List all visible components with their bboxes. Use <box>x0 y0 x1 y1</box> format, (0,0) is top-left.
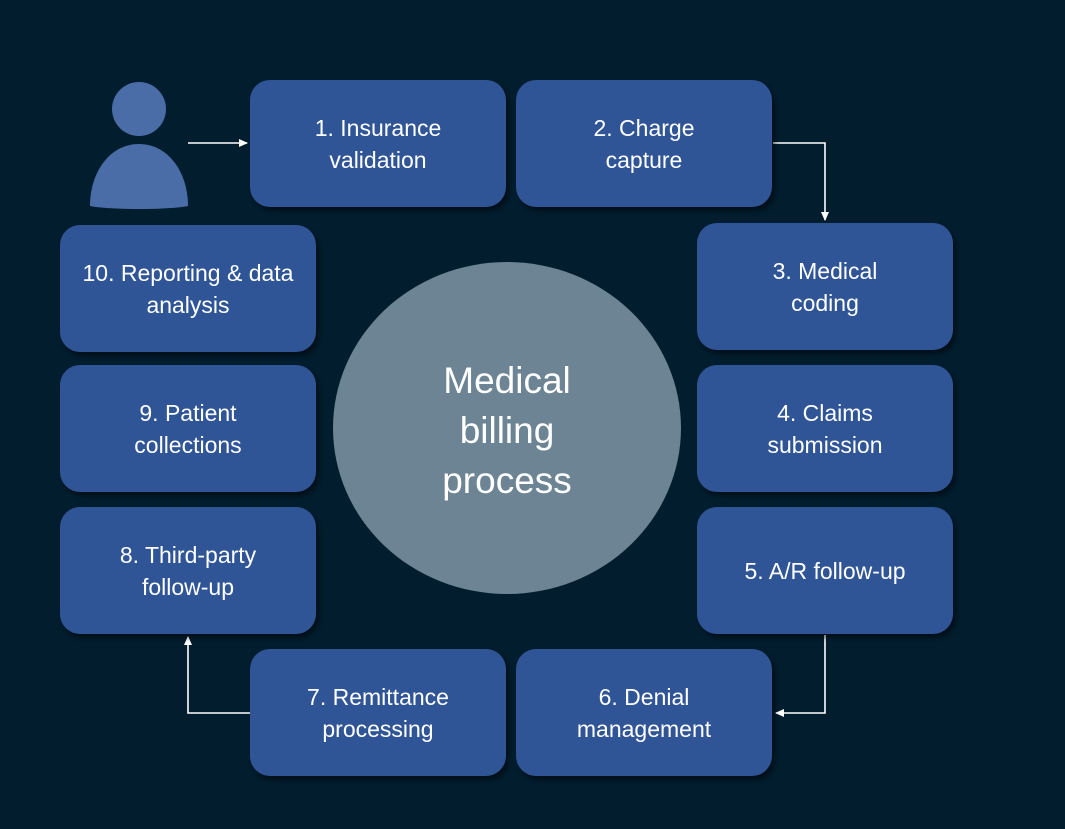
step-label: 6. Denial management <box>576 683 712 742</box>
step-insurance-validation: 1. Insurance validation <box>250 80 506 207</box>
step-label: 1. Insurance validation <box>314 114 442 173</box>
step-label: 5. A/R follow-up <box>744 557 906 584</box>
step-label: 2. Charge capture <box>593 114 695 173</box>
step-label: 7. Remittance processing <box>307 683 449 742</box>
arrow-step-5-to-step-6 <box>775 635 826 717</box>
step-label: 8. Third-party follow-up <box>119 541 257 600</box>
step-remittance-processing: 7. Remittance processing <box>250 649 506 776</box>
person-icon <box>88 82 190 210</box>
step-patient-collections: 9. Patient collections <box>60 365 316 492</box>
step-claims-submission: 4. Claims submission <box>697 365 953 492</box>
step-label: 9. Patient collections <box>134 399 242 458</box>
step-label: 10. Reporting & data analysis <box>82 259 294 318</box>
step-third-party-follow-up: 8. Third-party follow-up <box>60 507 316 634</box>
step-ar-follow-up: 5. A/R follow-up <box>697 507 953 634</box>
step-denial-management: 6. Denial management <box>516 649 772 776</box>
step-label: 3. Medical coding <box>772 257 878 316</box>
step-medical-coding: 3. Medical coding <box>697 223 953 350</box>
step-charge-capture: 2. Charge capture <box>516 80 772 207</box>
center-circle: Medical billing process <box>333 262 681 594</box>
diagram-title: Medical billing process <box>442 360 572 501</box>
step-label: 4. Claims submission <box>767 399 883 458</box>
arrow-step-7-to-step-8 <box>184 636 250 714</box>
arrow-step-2-to-step-3 <box>773 142 829 221</box>
step-reporting-data-analysis: 10. Reporting & data analysis <box>60 225 316 352</box>
